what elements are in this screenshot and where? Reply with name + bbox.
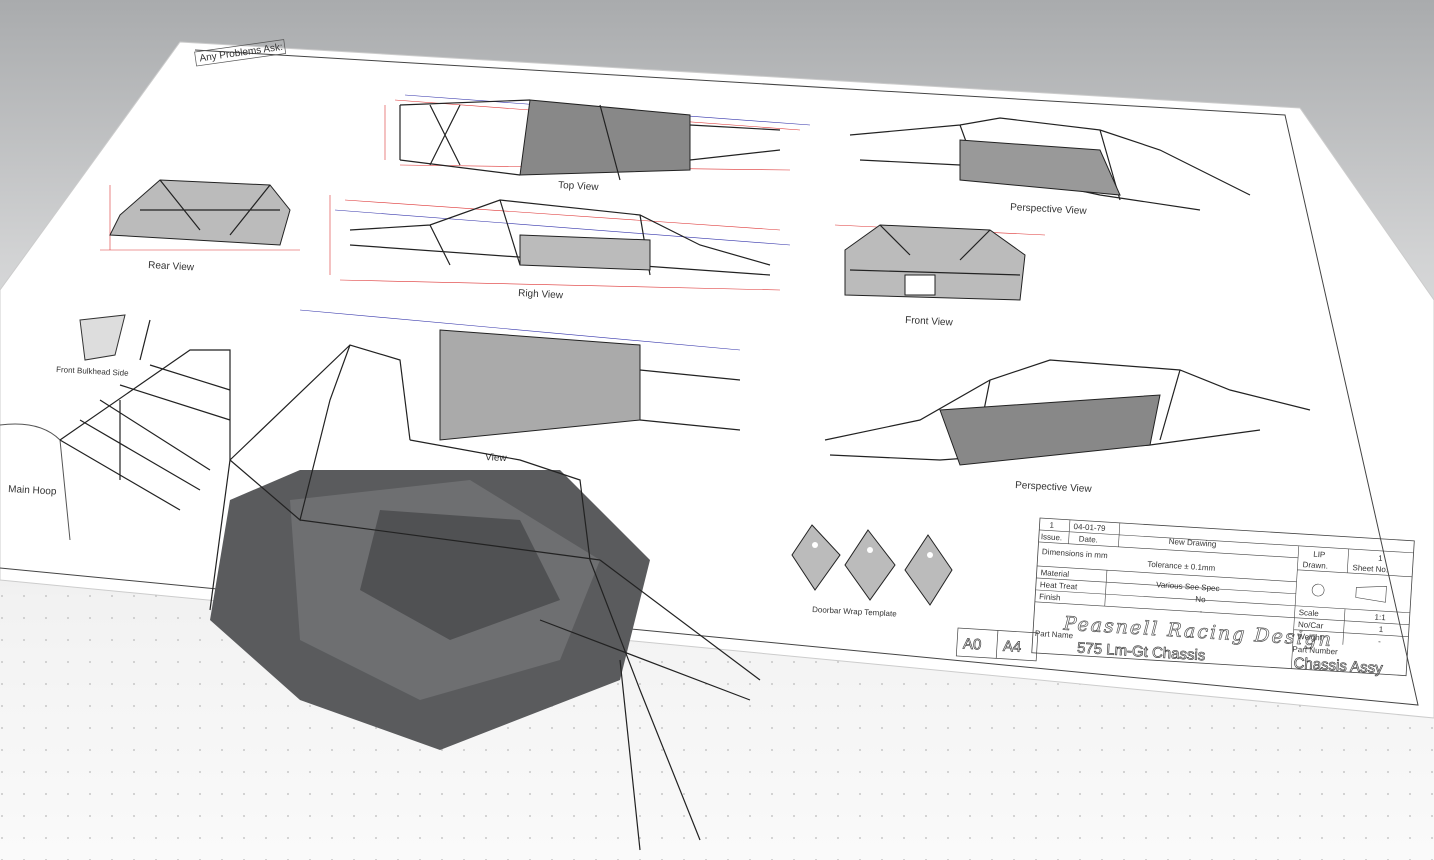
- label-text: 1: [1378, 554, 1384, 563]
- label-text: 1: [1379, 625, 1385, 634]
- top-view-drawing: Top View: [384, 94, 811, 193]
- main-hoop-drawing: [0, 423, 71, 541]
- label-text: Drawn.: [1302, 560, 1328, 571]
- label-text: 1: [1049, 521, 1055, 530]
- label-text: Part Number: [1292, 645, 1338, 657]
- label-text: Front Bulkhead Side: [56, 365, 129, 378]
- perspective-view-1-drawing: Perspective View: [849, 117, 1251, 217]
- label-text: Heat Treat: [1040, 580, 1079, 591]
- label-text: Issue.: [1041, 532, 1063, 542]
- front-bulkhead-drawing: Front Bulkhead Side: [56, 314, 151, 378]
- label-text: LIP: [1313, 550, 1326, 560]
- bottom-view-drawing: [299, 309, 741, 441]
- doorbar-wrap-template: Doorbar Wrap Template: [791, 524, 953, 618]
- label-text: No: [1195, 595, 1206, 605]
- sheet-size-boxes: A0 A4: [955, 627, 1039, 662]
- label-text: Top View: [558, 180, 600, 193]
- label-text: A4: [1002, 638, 1021, 656]
- main-hoop-label: Main Hoop: [8, 484, 57, 498]
- label-text: Date.: [1079, 534, 1099, 544]
- label-text: Perspective View: [1015, 480, 1093, 495]
- label-text: Rear View: [148, 260, 195, 273]
- projection-symbol-icon: [1311, 583, 1325, 597]
- label-text: -: [1199, 607, 1203, 616]
- sheet-border: [0, 49, 1419, 706]
- label-text: Chassis Assy: [1293, 655, 1384, 677]
- projection-cone-icon: [1355, 585, 1387, 603]
- label-text: Finish: [1039, 592, 1061, 602]
- label-text: Part Name: [1035, 629, 1074, 640]
- label-text: Sheet No.: [1352, 563, 1388, 574]
- label-text: Various See Spec: [1156, 580, 1220, 593]
- label-text: Righ View: [518, 288, 564, 301]
- label-text: Tolerance ± 0.1mm: [1147, 560, 1216, 573]
- label-text: Material: [1040, 568, 1069, 579]
- label-text: New Drawing: [1169, 537, 1217, 549]
- rear-view-drawing: Rear View: [100, 179, 300, 273]
- label-text: Perspective View: [1010, 202, 1088, 217]
- front-view-drawing: Front View: [834, 224, 1046, 329]
- label-text: Doorbar Wrap Template: [812, 605, 898, 618]
- right-view-drawing: Righ View: [329, 195, 791, 301]
- label-text: 04-01-79: [1073, 522, 1106, 533]
- label-text: 1:1: [1374, 613, 1386, 623]
- label-text: No/Car: [1298, 620, 1324, 631]
- perspective-view-2-drawing: Perspective View: [824, 359, 1311, 495]
- label-text: A0: [963, 635, 982, 653]
- chassis-3d-model: [59, 344, 761, 851]
- label-text: Front View: [905, 315, 954, 329]
- label-text: Dimensions in mm: [1042, 547, 1109, 560]
- label-text: -: [1378, 637, 1382, 646]
- label-text: Scale: [1298, 608, 1319, 618]
- label-text: Weight: [1297, 632, 1323, 643]
